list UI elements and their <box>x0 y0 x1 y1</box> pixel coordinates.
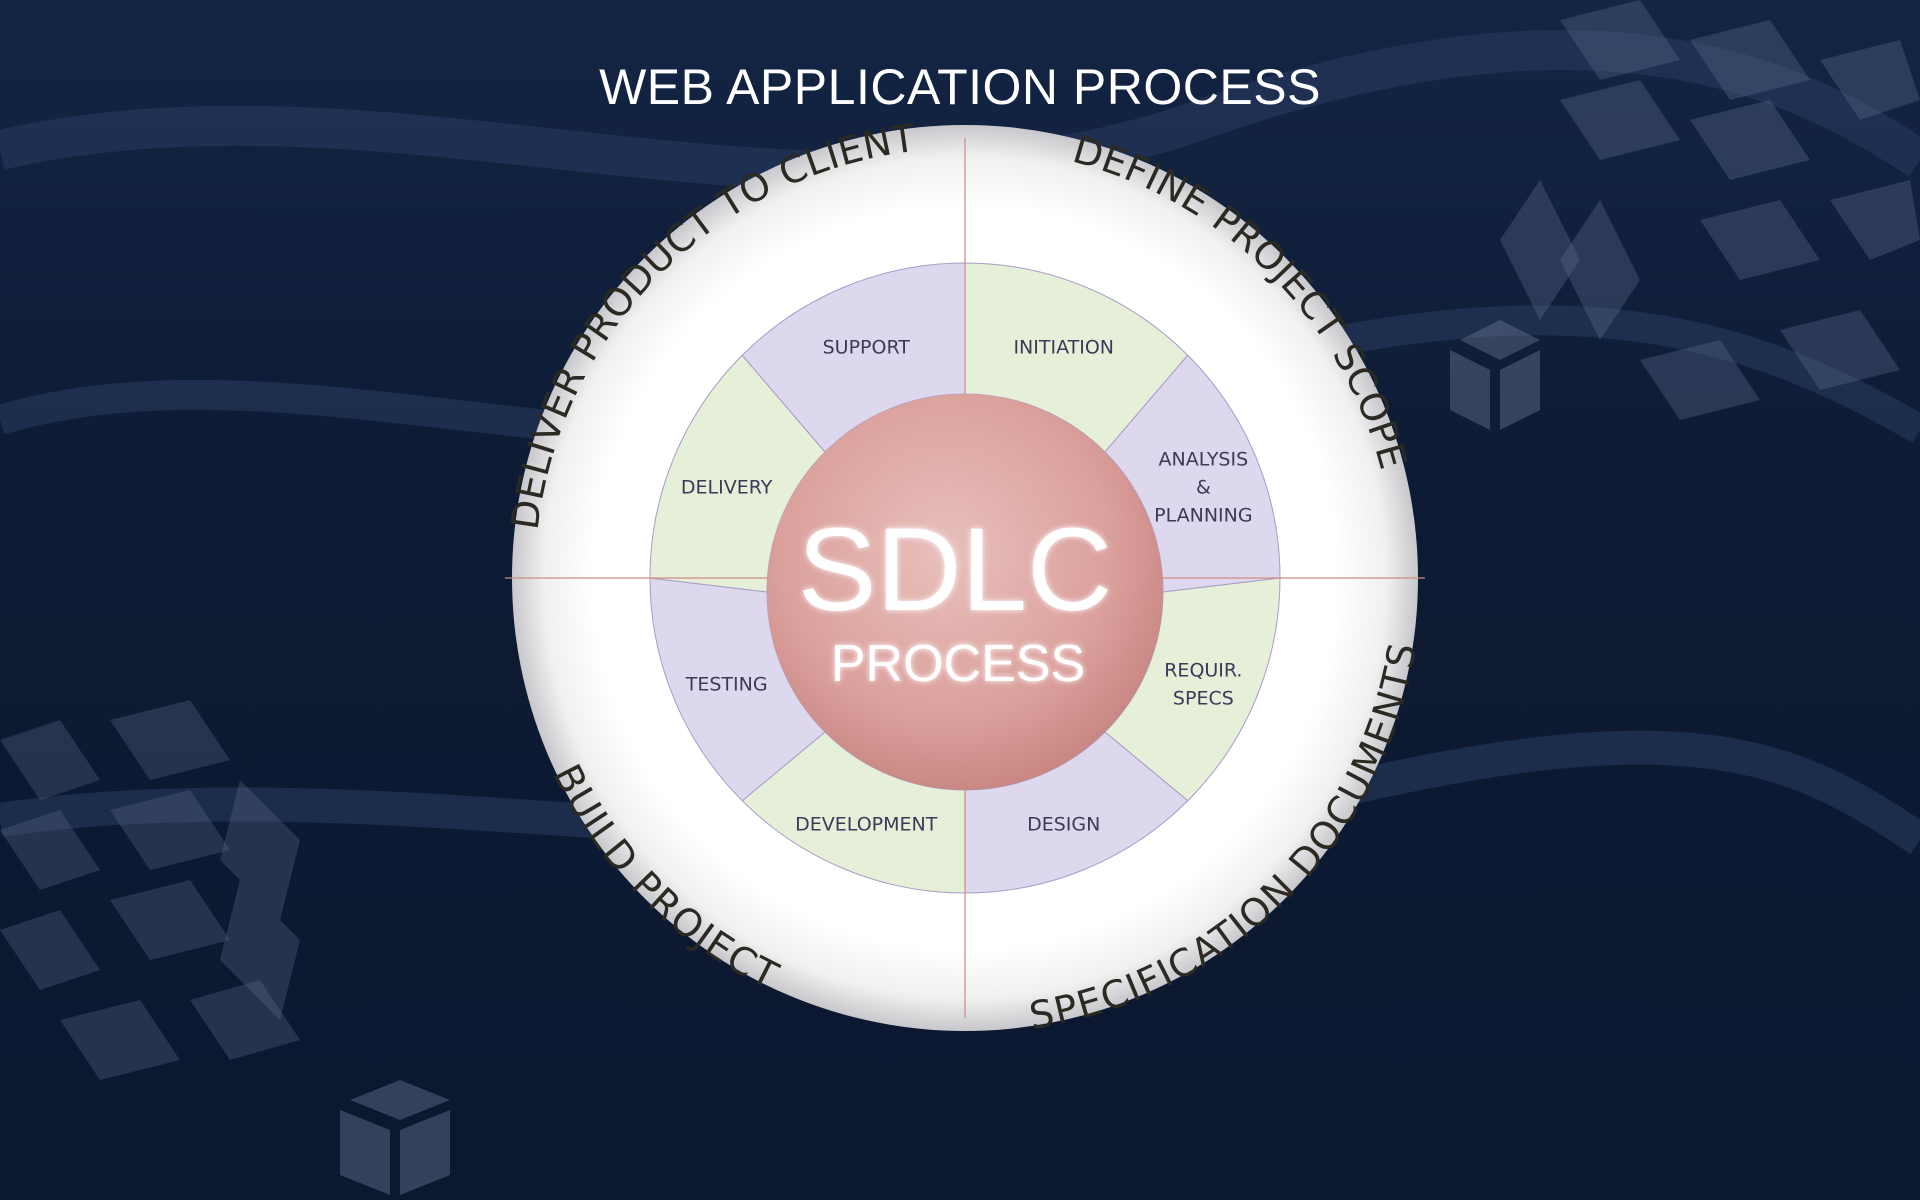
center-subtitle: PROCESS <box>831 635 1085 693</box>
wedge-label: INITIATION <box>1013 337 1114 359</box>
cube-pattern-bottom-left <box>0 700 300 1080</box>
wedge-label: DEVELOPMENT <box>795 813 938 835</box>
wedge-group: INITIATION ANALYSIS&PLANNING REQUIR.SPECS D… <box>649 262 1281 894</box>
page-title: WEB APPLICATION PROCESS <box>599 59 1321 115</box>
wedge-label: DESIGN <box>1027 813 1100 835</box>
cube-pattern-top-right <box>1500 0 1920 420</box>
wedge-label: DELIVERY <box>681 476 773 498</box>
wedge-label: REQUIR.SPECS <box>1164 660 1242 710</box>
wedge-label: SUPPORT <box>823 337 911 359</box>
wedge-label: TESTING <box>685 674 768 696</box>
center-title: SDLC <box>798 504 1113 636</box>
center-circle <box>767 394 1163 790</box>
cube-small-right <box>1450 320 1540 430</box>
cube-small-bottom <box>340 1080 450 1195</box>
wedge-label: ANALYSIS&PLANNING <box>1154 448 1252 526</box>
